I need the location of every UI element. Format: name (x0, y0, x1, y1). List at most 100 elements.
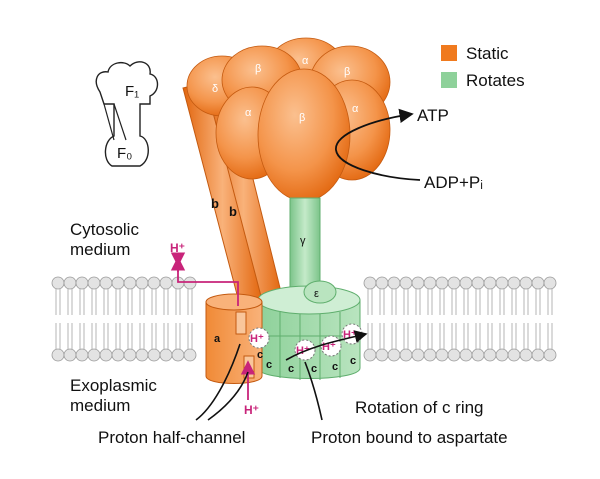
legend: Static Rotates (441, 44, 525, 90)
legend-rotates-swatch (441, 72, 457, 88)
lipid-head (147, 348, 161, 362)
lipid-head (435, 276, 449, 290)
alpha-label-right: α (352, 103, 359, 115)
lipid-head (435, 348, 449, 362)
lipid-head (399, 276, 413, 290)
lipid-head (159, 276, 173, 290)
lipid-head (375, 276, 389, 290)
adp-label: ADP+Pᵢ (424, 173, 483, 192)
b-label-2: b (229, 204, 237, 219)
aspartate-callout (304, 361, 323, 421)
lipid-head (507, 348, 521, 362)
inset-outline (95, 61, 159, 167)
lipid-head (363, 348, 377, 362)
lipid-head (99, 276, 113, 290)
c-label-3: c (311, 363, 317, 375)
exoplasmic-label-line1: Exoplasmic (70, 376, 157, 395)
lipid-head (423, 348, 437, 362)
bound-aspartate-label: Proton bound to aspartate (311, 428, 508, 447)
lipid-heads-bottom (51, 348, 557, 362)
inset-stalk-line (103, 103, 115, 141)
lipid-head (375, 348, 389, 362)
half-channel-callout-2 (207, 371, 249, 421)
lipid-head (447, 348, 461, 362)
inset-f0-label: F₀ (117, 145, 132, 162)
a-label: a (214, 333, 221, 345)
lipid-head (387, 276, 401, 290)
lipid-head (135, 348, 149, 362)
lipid-head (387, 348, 401, 362)
cytosolic-label-line1: Cytosolic (70, 220, 139, 239)
lipid-head (495, 276, 509, 290)
c-label-6: c (257, 349, 263, 361)
lipid-heads-top (51, 276, 557, 290)
c-label-5: c (350, 355, 356, 367)
lipid-head (495, 348, 509, 362)
half-channel-label: Proton half-channel (98, 428, 245, 447)
lipid-head (183, 348, 197, 362)
a-subunit-top (205, 293, 263, 311)
lipid-head (63, 276, 77, 290)
membrane-bilayer (51, 276, 557, 362)
lipid-head (63, 348, 77, 362)
proton-exit-path (170, 252, 239, 306)
lipid-head (51, 348, 65, 362)
lipid-tails (55, 289, 553, 349)
bound-proton-label: H⁺ (250, 333, 264, 345)
lipid-head (543, 348, 557, 362)
lipid-head (135, 276, 149, 290)
lipid-head (363, 276, 377, 290)
epsilon-subunit (303, 280, 337, 304)
callout-lines (195, 343, 323, 421)
gamma-subunit (289, 197, 321, 289)
alpha-label-top: α (302, 55, 309, 67)
proton-path: H⁺ H⁺ H⁺ H⁺ H⁺ H⁺ (170, 241, 368, 417)
lipid-head (423, 276, 437, 290)
lipid-head (459, 348, 473, 362)
cytosolic-label-line2: medium (70, 240, 130, 259)
gamma-stalk: γ (289, 197, 321, 289)
rotation-arrow (285, 330, 368, 361)
beta-subunit-front (257, 68, 351, 202)
lipid-head (411, 348, 425, 362)
lipid-head (411, 276, 425, 290)
lipid-head (75, 276, 89, 290)
lipid-head (159, 348, 173, 362)
bound-proton (294, 339, 316, 361)
upper-half-channel (235, 311, 247, 335)
atp-synthesis-arrow (335, 108, 421, 181)
lipid-head (459, 276, 473, 290)
bound-proton (248, 327, 270, 349)
atp-arrow (335, 108, 421, 181)
lipid-head (471, 276, 485, 290)
lipid-head (483, 276, 497, 290)
gamma-label: γ (300, 235, 306, 247)
lipid-head (87, 348, 101, 362)
inset-stalk-line (113, 103, 127, 141)
lipid-head (75, 348, 89, 362)
lipid-head (531, 276, 545, 290)
c-label-1: c (266, 359, 272, 371)
lipid-head (123, 276, 137, 290)
legend-static-label: Static (466, 44, 509, 63)
lipid-head (87, 276, 101, 290)
lipid-head (171, 348, 185, 362)
f1-head: δ α β β α α β (186, 37, 391, 202)
f0-base: ε a c c c c c c (205, 280, 361, 384)
delta-label: δ (212, 83, 218, 95)
lipid-head (519, 348, 533, 362)
rotation-label: Rotation of ϲ ring (355, 398, 484, 417)
lipid-head (507, 276, 521, 290)
lipid-head (519, 276, 533, 290)
lipid-head (123, 348, 137, 362)
lipid-head (483, 348, 497, 362)
lipid-head (183, 276, 197, 290)
beta-label-left: β (255, 63, 261, 75)
lipid-head (399, 348, 413, 362)
lower-half-channel (243, 355, 255, 379)
beta-label-front: β (299, 112, 305, 124)
lipid-head (531, 348, 545, 362)
lipid-head (471, 348, 485, 362)
